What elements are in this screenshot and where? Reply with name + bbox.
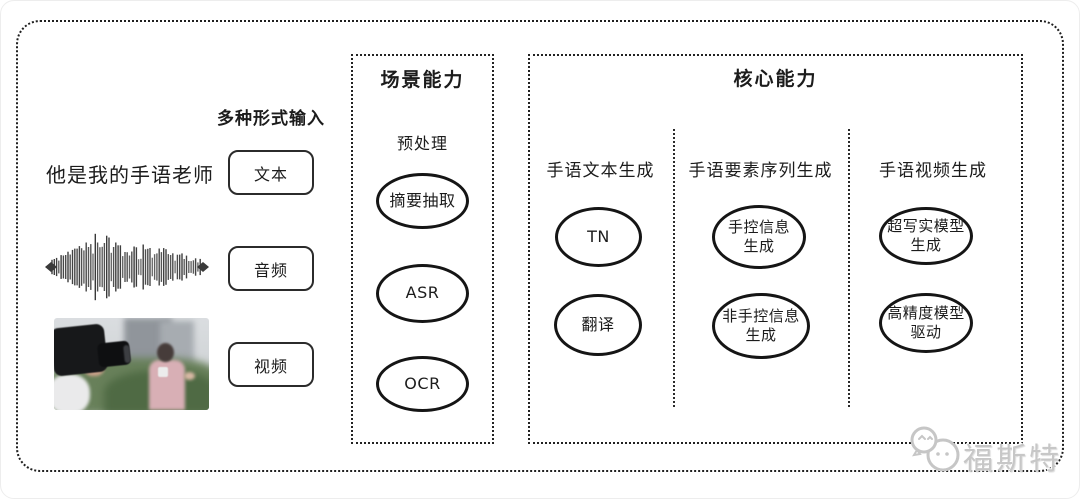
sample-sentence: 他是我的手语老师: [46, 163, 214, 187]
node-high-precision-drive: 高精度模型 驱动: [879, 293, 973, 353]
input-chip-text-label: 文本: [253, 164, 288, 184]
node-summary-extraction: 摘要抽取: [376, 173, 469, 229]
node-hyperreal-model-gen: 超写实模型 生成: [879, 207, 973, 265]
photo-reporter-head: [157, 343, 174, 362]
audio-waveform: [44, 229, 210, 305]
node-non-manual-info-gen: 非手控信息 生成: [712, 293, 810, 359]
node-asr: ASR: [376, 264, 469, 323]
input-chip-video: 视频: [228, 342, 314, 387]
scene-capability-title: 场景能力: [380, 69, 465, 91]
input-chip-audio-label: 音频: [253, 260, 288, 280]
watermark-text: 福斯特: [963, 442, 1062, 477]
node-ocr: OCR: [376, 356, 469, 412]
photo-cameraman-sleeve: [54, 374, 90, 410]
input-chip-audio: 音频: [228, 246, 314, 291]
photo-reporter-hand: [184, 372, 195, 380]
diagram-outer-border: [16, 20, 1064, 472]
photo-microphone: [158, 367, 168, 377]
input-chip-text: 文本: [228, 150, 314, 195]
input-chip-video-label: 视频: [253, 356, 288, 376]
video-thumbnail: [54, 318, 209, 410]
core-col1-header: 手语文本生成: [546, 161, 655, 181]
core-col3-header: 手语视频生成: [879, 161, 987, 181]
node-tn: TN: [555, 207, 642, 267]
input-section-label: 多种形式输入: [217, 109, 325, 129]
node-manual-info-gen: 手控信息 生成: [712, 205, 806, 269]
node-translate: 翻译: [554, 294, 642, 356]
scene-preprocess-label: 预处理: [396, 134, 448, 153]
core-col2-header: 手语要素序列生成: [688, 161, 833, 181]
core-divider-2: [848, 129, 850, 407]
watermark-chat-bubbles-icon: [907, 425, 963, 473]
core-divider-1: [673, 129, 675, 407]
core-capability-title: 核心能力: [733, 68, 818, 90]
